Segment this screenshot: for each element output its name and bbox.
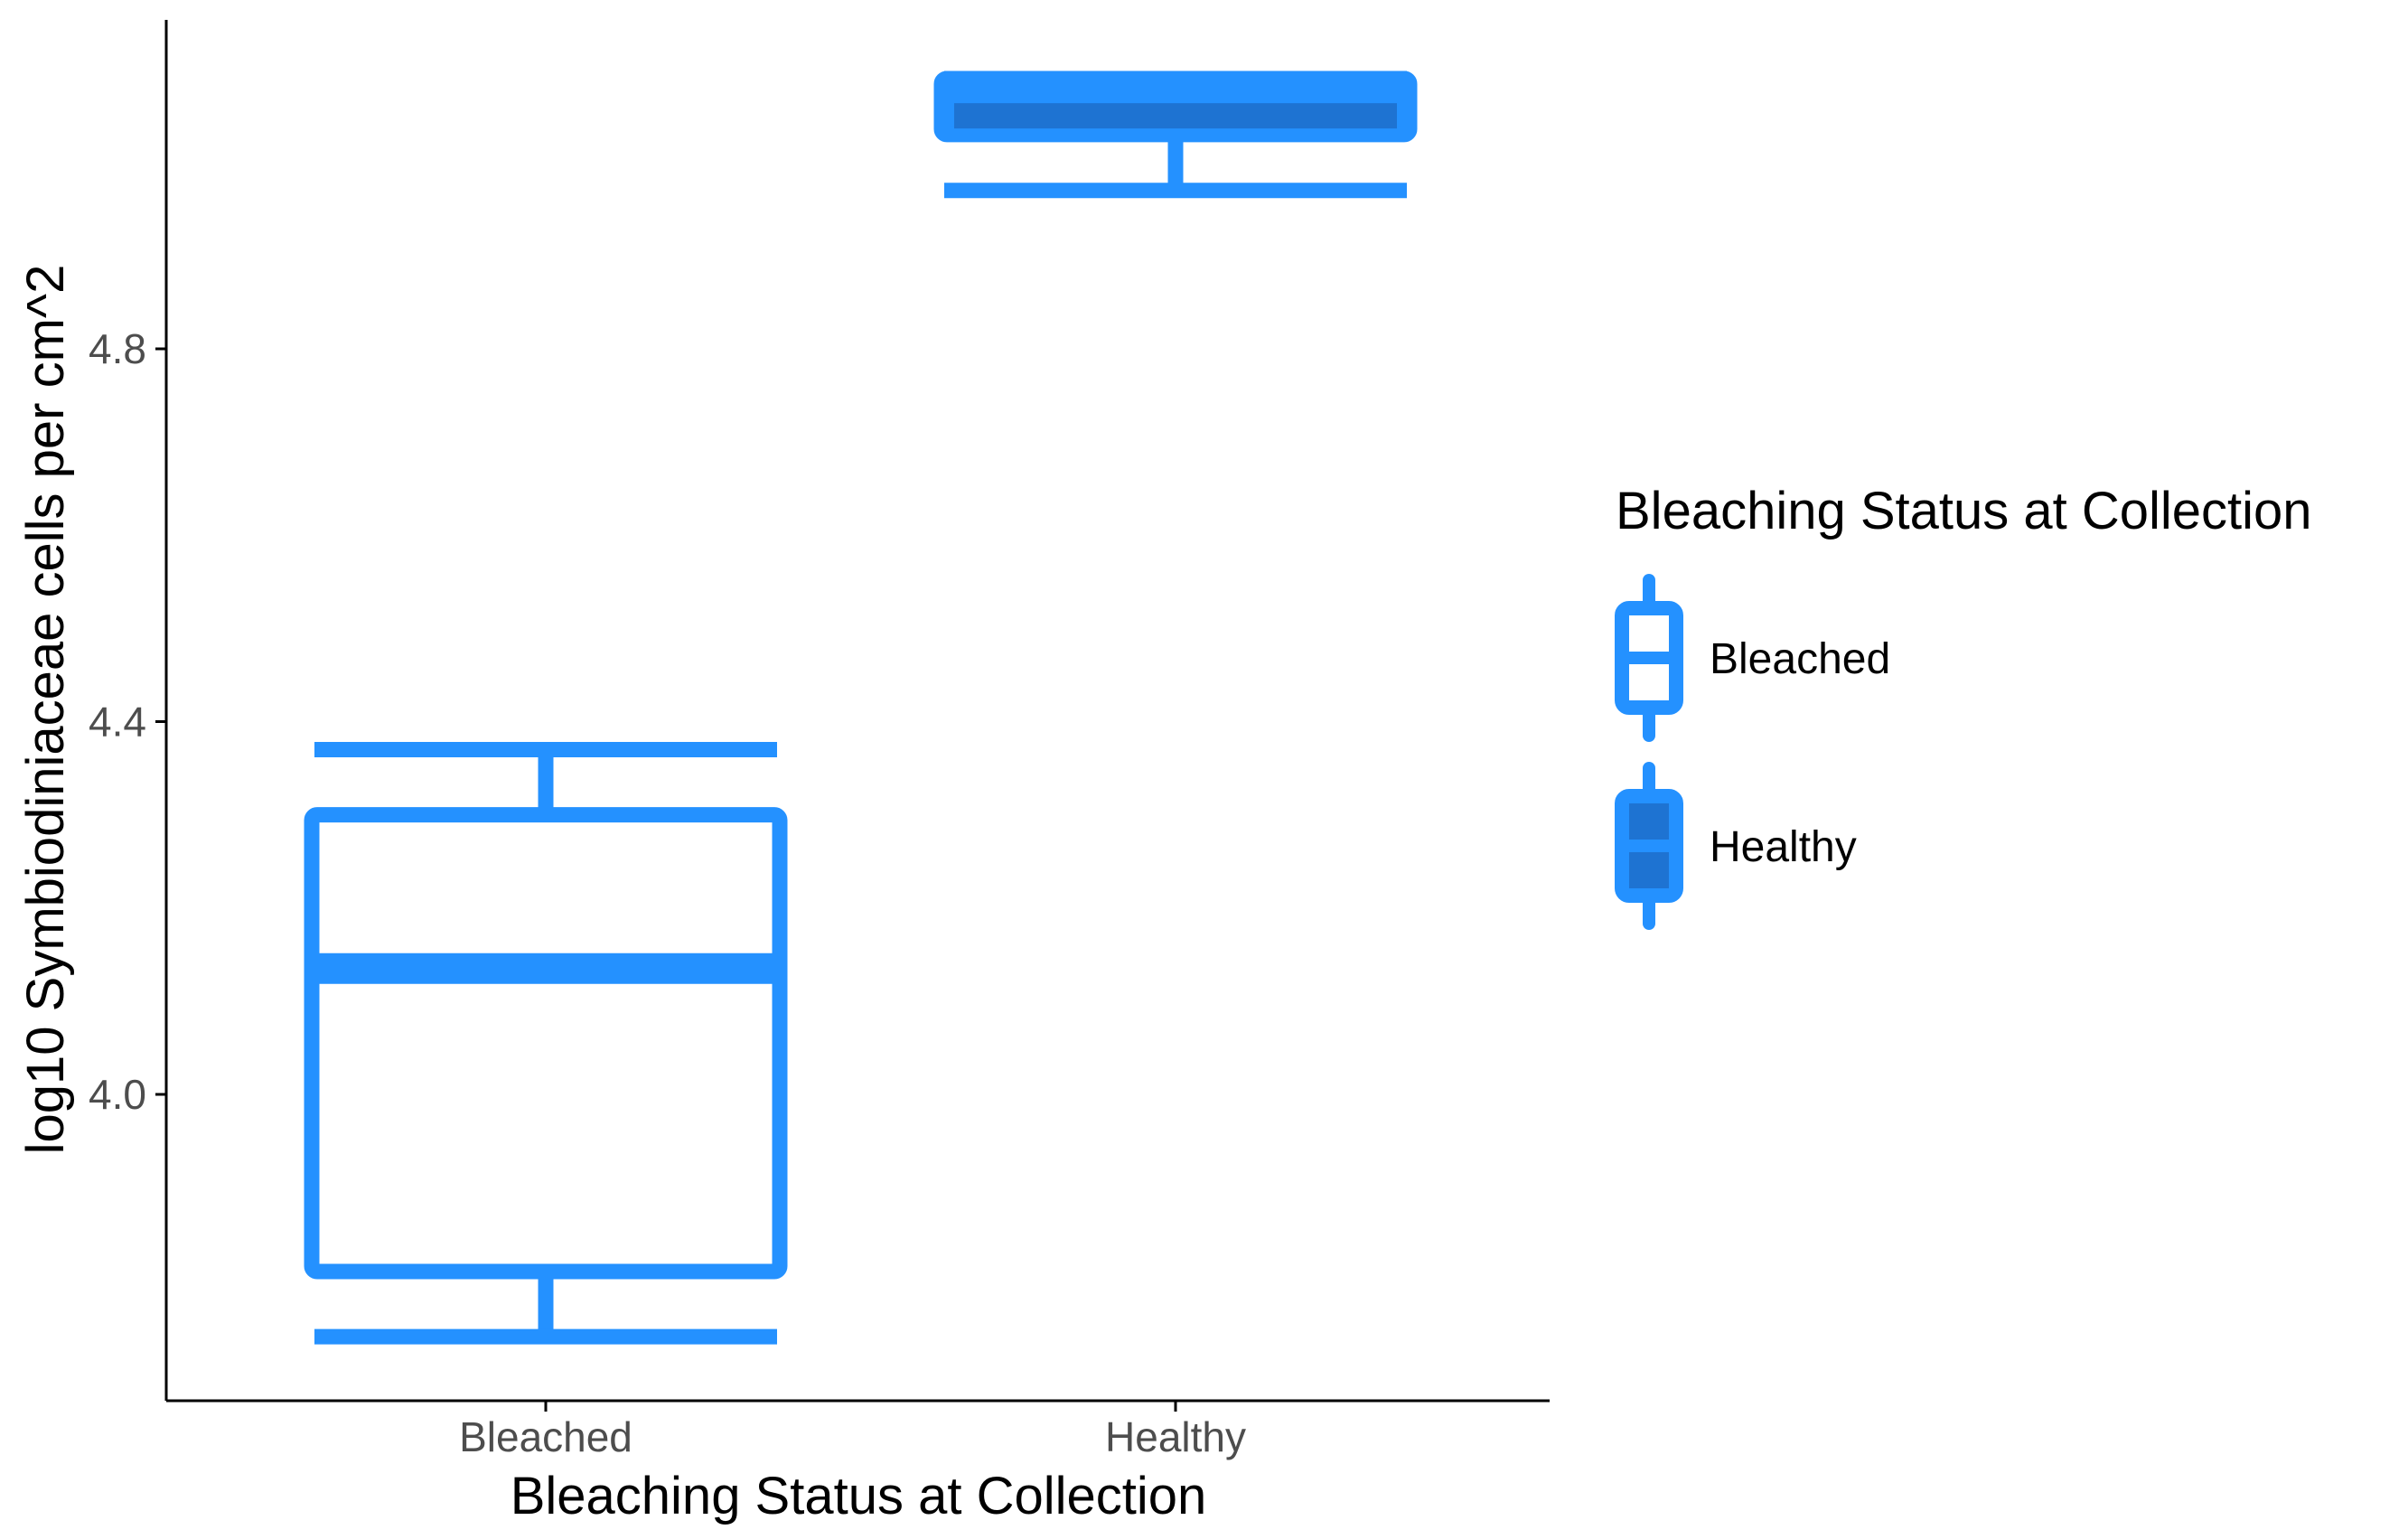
median-band: [954, 103, 1397, 129]
y-tick-label: 4.4: [89, 699, 146, 746]
y-tick-label: 4.8: [89, 325, 146, 372]
legend-label: Healthy: [1710, 823, 1857, 871]
legend-label: Bleached: [1710, 635, 1890, 683]
box-healthy: [933, 70, 1418, 199]
y-tick-label: 4.0: [89, 1071, 146, 1118]
x-tick-label: Bleached: [459, 1413, 632, 1460]
box-body: [304, 807, 788, 1280]
x-axis-title: Bleaching Status at Collection: [511, 1467, 1207, 1525]
y-axis-title: log10 Symbiodiniaceae cells per cm^2: [16, 265, 75, 1155]
box-bleached: [304, 741, 788, 1345]
y-axis-ticks: 4.0 4.4 4.8: [89, 325, 166, 1118]
legend-key: [1615, 762, 1683, 930]
x-axis-ticks: Bleached Healthy: [459, 1401, 1246, 1460]
legend-title: Bleaching Status at Collection: [1616, 482, 2312, 540]
legend-item-bleached: Bleached: [1615, 574, 1890, 742]
legend: Bleaching Status at Collection BleachedH…: [1615, 482, 2312, 930]
legend-item-healthy: Healthy: [1615, 762, 1857, 930]
x-tick-label: Healthy: [1105, 1413, 1246, 1460]
plot-area: [304, 70, 1418, 1345]
legend-key: [1615, 574, 1683, 742]
